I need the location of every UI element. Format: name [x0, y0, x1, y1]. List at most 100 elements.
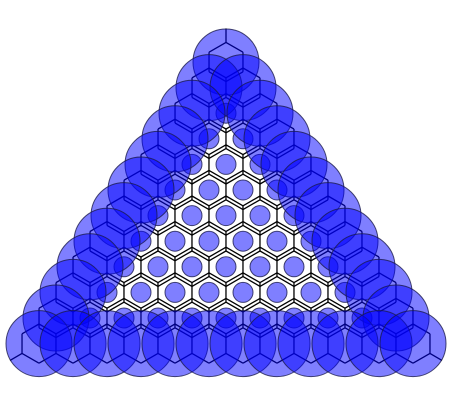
hexagon-edge	[225, 221, 244, 232]
hexagon-edge	[191, 250, 210, 262]
hexagon-edge	[225, 195, 244, 207]
hexagon-edge	[276, 224, 295, 236]
hexagon-edge	[208, 199, 227, 211]
hexagon-edge	[191, 276, 210, 287]
hexagon-edge	[140, 250, 159, 262]
circle-overlay	[5, 28, 447, 378]
hexagon-edge	[140, 276, 159, 287]
hexagon-edge	[276, 276, 295, 287]
hexagon-edge	[123, 272, 142, 284]
hexagon-edge	[225, 199, 244, 211]
hexagon-edge	[259, 272, 278, 284]
interior-circle	[232, 179, 254, 201]
hexagon-edge	[242, 246, 261, 258]
hexagon-edge	[293, 297, 312, 309]
hexagon-edge	[242, 221, 261, 232]
hexagon-edge	[191, 297, 210, 309]
interior-circle	[181, 205, 203, 227]
hexagon-edge	[208, 250, 227, 262]
hexagon-edge	[310, 297, 329, 309]
hexagon-edge	[225, 272, 244, 284]
interior-circle	[215, 256, 237, 278]
hexagon-edge	[191, 272, 210, 284]
hexagon-edge	[191, 224, 210, 236]
hexagon-edge	[310, 276, 329, 287]
hexagon-edge	[225, 224, 244, 236]
hexagon-edge	[191, 221, 210, 232]
hexagon-edge	[276, 297, 295, 309]
hexagon-edge	[242, 250, 261, 262]
hexagon-edge	[191, 173, 210, 185]
hexagon-edge	[242, 169, 261, 181]
hexagon-edge	[208, 272, 227, 284]
hexagon-edge	[327, 297, 346, 309]
hexagon-edge	[208, 173, 227, 185]
hexagon-edge	[191, 195, 210, 207]
hexagon-edge	[157, 221, 176, 232]
hexagon-edge	[191, 199, 210, 211]
hexagon-edge	[174, 221, 193, 232]
interior-circle	[215, 205, 237, 227]
hexagon-edge	[242, 195, 261, 207]
hexagon-edge	[208, 148, 227, 159]
hexagon-edge	[310, 272, 329, 284]
interior-circle	[215, 153, 237, 175]
hexagon-edge	[293, 276, 312, 287]
hexagon-edge	[174, 297, 193, 309]
hexagon-edge	[242, 224, 261, 236]
hexagon-edge	[208, 276, 227, 287]
hexagon-edge	[140, 297, 159, 309]
hexagon-edge	[157, 297, 176, 309]
hexagon-edge	[157, 250, 176, 262]
hexagon-edge	[259, 195, 278, 207]
hexagon-edge	[276, 221, 295, 232]
interior-circle	[147, 256, 169, 278]
hexagon-edge	[242, 272, 261, 284]
hexagon-edge	[157, 276, 176, 287]
interior-circle	[198, 281, 220, 303]
hexagon-edge	[208, 195, 227, 207]
interior-circle	[232, 230, 254, 252]
interior-circle	[164, 230, 186, 252]
hexagon-edge	[242, 199, 261, 211]
hexagon-edge	[242, 297, 261, 309]
hexagon-edge	[225, 173, 244, 185]
interior-circle	[266, 281, 288, 303]
interior-circle	[266, 230, 288, 252]
hexagon-edge	[123, 276, 142, 287]
hexagon-edge	[225, 276, 244, 287]
hexagon-edge	[174, 199, 193, 211]
interior-circle	[283, 256, 305, 278]
hexagon-edge	[293, 246, 312, 258]
hexagon-edge	[157, 224, 176, 236]
hexagon-edge	[208, 169, 227, 181]
hexagon-edge	[225, 144, 244, 156]
hexagon-edge	[157, 272, 176, 284]
hexagon-edge	[225, 246, 244, 258]
hexagon-edge	[259, 199, 278, 211]
hexagon-edge	[259, 221, 278, 232]
hexagon-edge	[225, 169, 244, 181]
hexagon-edge	[208, 224, 227, 236]
interior-circle	[300, 281, 322, 303]
hexagon-edge	[242, 173, 261, 185]
interior-circle	[249, 256, 271, 278]
hexagon-edge	[259, 276, 278, 287]
hexagon-edge	[225, 250, 244, 262]
hexagon-edge	[225, 297, 244, 309]
hexagon-edge	[106, 297, 125, 309]
hexagon-edge	[208, 144, 227, 156]
hexagon-edge	[259, 250, 278, 262]
hexagon-edge	[140, 246, 159, 258]
interior-circle	[198, 179, 220, 201]
hexagon-edge	[225, 148, 244, 159]
hexagon-edge	[276, 272, 295, 284]
hexagon-edge	[174, 224, 193, 236]
hexagon-edge	[276, 246, 295, 258]
hexagon-edge	[191, 169, 210, 181]
hexagon-edge	[208, 297, 227, 309]
hexagon-edge	[123, 297, 142, 309]
hexagon-edge	[140, 272, 159, 284]
hexagon-edge	[259, 224, 278, 236]
